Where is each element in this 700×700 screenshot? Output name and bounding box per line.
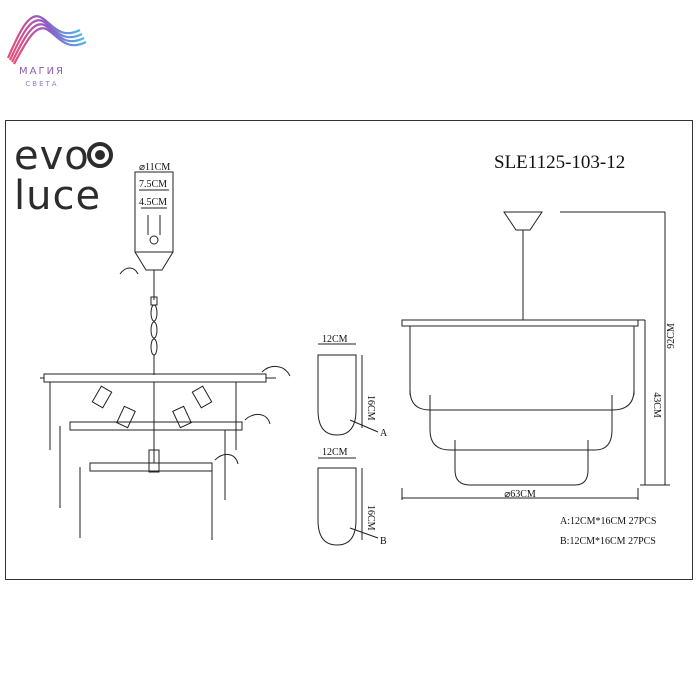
rotate-arrow-icon bbox=[214, 454, 239, 465]
pendant-b-width-label: 12CM bbox=[322, 447, 348, 458]
canopy-mid-label: 7.5CM bbox=[139, 179, 167, 190]
rotate-arrow-icon bbox=[244, 414, 271, 425]
brand-line-2: luce bbox=[14, 173, 102, 219]
canopy-diameter-label: ⌀11CM bbox=[139, 162, 170, 173]
rotate-arrow-icon bbox=[261, 366, 291, 377]
body-height-label: 43CM bbox=[651, 392, 662, 418]
magia-sveta-logo: МАГИЯ СВЕТА bbox=[0, 0, 90, 100]
pendant-a-drawing bbox=[317, 343, 379, 436]
diameter-label: ⌀63CM bbox=[504, 489, 536, 500]
logo-waves-icon bbox=[6, 15, 87, 65]
brand-line-1: evo bbox=[14, 133, 90, 179]
spec-b: B:12CM*16CM 27PCS bbox=[560, 536, 656, 547]
pendant-b-tag: B bbox=[380, 536, 387, 547]
total-height-label: 92CM bbox=[666, 323, 677, 349]
rotate-arrow-icon bbox=[119, 267, 139, 275]
drawing-frame bbox=[5, 120, 693, 580]
pendant-a-width-label: 12CM bbox=[322, 334, 348, 345]
pendant-b-height-label: 16CM bbox=[365, 505, 376, 531]
canopy-inner-label: 4.5CM bbox=[139, 197, 167, 208]
dimension-lines bbox=[401, 211, 670, 500]
model-number: SLE1125-103-12 bbox=[494, 152, 626, 173]
pendant-a-height-label: 16CM bbox=[365, 395, 376, 421]
logo-title: МАГИЯ bbox=[19, 66, 65, 77]
logo-subtitle: СВЕТА bbox=[25, 80, 59, 88]
spec-a: A:12CM*16CM 27PCS bbox=[560, 516, 656, 527]
lamp-sockets bbox=[91, 385, 213, 429]
chain bbox=[150, 270, 158, 375]
pendant-a-tag: A bbox=[380, 428, 388, 439]
frame-rails bbox=[40, 373, 276, 540]
pendant-b-drawing bbox=[317, 457, 379, 546]
chandelier-front-view bbox=[401, 211, 639, 486]
